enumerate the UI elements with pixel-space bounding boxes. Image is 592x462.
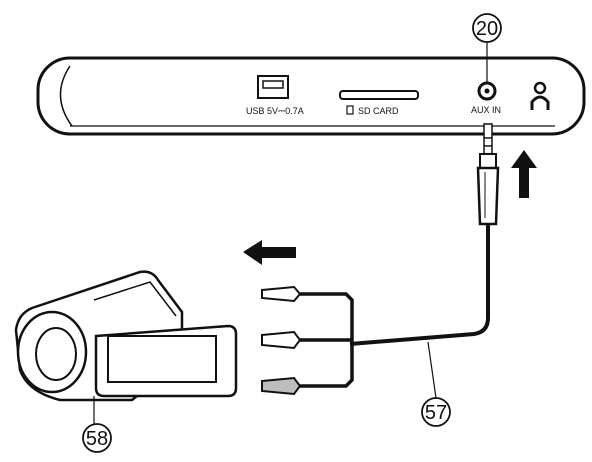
arrow-left-icon — [243, 240, 296, 265]
aux-jack-icon — [477, 81, 497, 101]
rca-plug-bottom — [261, 376, 302, 396]
headphone-jack-icon — [530, 81, 550, 110]
callout-cable: 57 — [421, 341, 451, 427]
callout-aux-jack-number: 20 — [476, 18, 498, 40]
aux-plug — [476, 123, 500, 226]
usb-port-icon — [257, 75, 289, 99]
audio-cable — [349, 224, 490, 346]
arrow-up-icon — [511, 150, 537, 198]
usb-label: USB 5V⎓0.7A — [246, 106, 304, 116]
camcorder-icon — [14, 270, 238, 402]
rca-plug-middle — [261, 330, 302, 350]
sd-slot-icon — [339, 90, 419, 115]
callout-camcorder: 58 — [82, 396, 112, 453]
device-rear-panel — [36, 56, 586, 136]
callout-aux-jack: 20 — [472, 13, 502, 82]
cable-splitter — [300, 292, 354, 388]
aux-in-label: AUX IN — [471, 105, 501, 115]
callout-cable-number: 57 — [425, 402, 447, 424]
sd-card-label: SD CARD — [358, 106, 399, 116]
rca-plug-top — [261, 285, 302, 303]
callout-camcorder-number: 58 — [86, 428, 108, 450]
